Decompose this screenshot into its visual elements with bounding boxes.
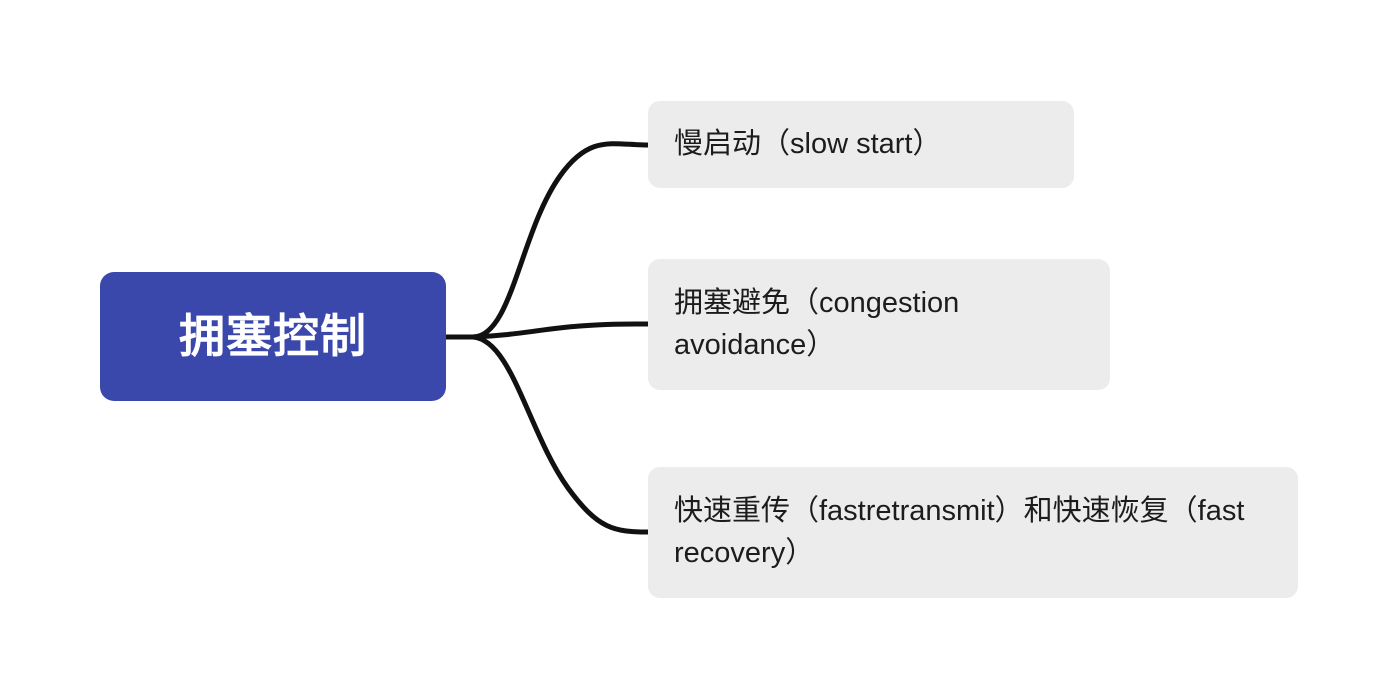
mindmap-node-fast-retransmit-recovery-label: 快速重传（fastretransmit）和快速恢复（fast recovery） (674, 495, 1245, 569)
connector-root-to-congestion-avoidance (443, 321, 651, 340)
connector-root-to-fast-retransmit-recovery (443, 334, 651, 535)
mindmap-node-slow-start[interactable]: 慢启动（slow start） (648, 101, 1074, 188)
mindmap-root-label: 拥塞控制 (179, 310, 367, 363)
mindmap-node-fast-retransmit-recovery[interactable]: 快速重传（fastretransmit）和快速恢复（fast recovery） (648, 467, 1298, 598)
mindmap-node-congestion-avoidance-label: 拥塞避免（congestion avoidance） (674, 287, 960, 361)
mindmap-node-congestion-avoidance[interactable]: 拥塞避免（congestion avoidance） (648, 259, 1110, 390)
mindmap-node-slow-start-label: 慢启动（slow start） (674, 127, 942, 160)
connector-root-to-slow-start (443, 141, 651, 340)
mindmap-root-node[interactable]: 拥塞控制 (100, 272, 446, 401)
